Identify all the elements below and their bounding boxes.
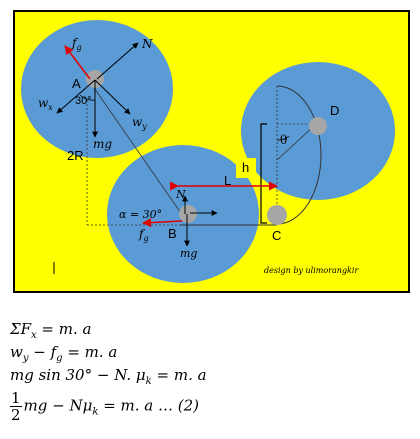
label-mg-bottom: mg [180,247,197,260]
physics-diagram: fg N A 30° wx wy mg 2R D θ h L N α = 30°… [13,10,410,293]
label-N-bottom: N [175,188,186,201]
radius-line-D [276,124,316,161]
circle-top-left [21,20,173,158]
label-mg-top: mg [93,137,112,151]
loop-arc [276,85,322,225]
label-A: A [72,76,81,91]
theta-arc [276,135,290,141]
label-theta: θ [280,133,287,147]
label-fg-bottom: fg [138,227,149,243]
equation-sum-forces: ΣFx = m. a [10,320,92,341]
angle-arc-A [79,94,96,101]
label-wy: wy [132,115,147,131]
equation-wy-minus-fg: wy − fg = m. a [10,343,118,364]
ball-B [179,205,197,223]
label-N-top: N [141,37,153,51]
equation-mg-sin30: mg sin 30° − N. μk = m. a [10,366,207,387]
ball-D [309,117,327,135]
label-D: D [330,103,339,118]
label-fg-top: fg [71,36,82,52]
force-wy-arrow [94,79,131,115]
h-label-box [236,158,256,178]
label-alpha-B: α = 30° [119,208,162,221]
ball-C [267,205,287,225]
force-N-top-arrow [96,42,139,80]
label-wx: wx [38,96,53,112]
force-fg-bottom-arrow [142,218,183,228]
label-2R: 2R [67,148,84,163]
label-h: h [242,160,249,175]
force-fg-top-arrow [64,45,91,80]
label-angle-A: 30° [75,95,92,107]
force-wx-arrow [56,79,96,114]
label-C: C [272,228,281,243]
h-bracket [260,123,267,224]
credit-text: design by ulimorangkir [264,266,359,275]
incline-line [89,81,184,217]
label-B: B [168,226,177,241]
label-L: L [224,173,231,188]
